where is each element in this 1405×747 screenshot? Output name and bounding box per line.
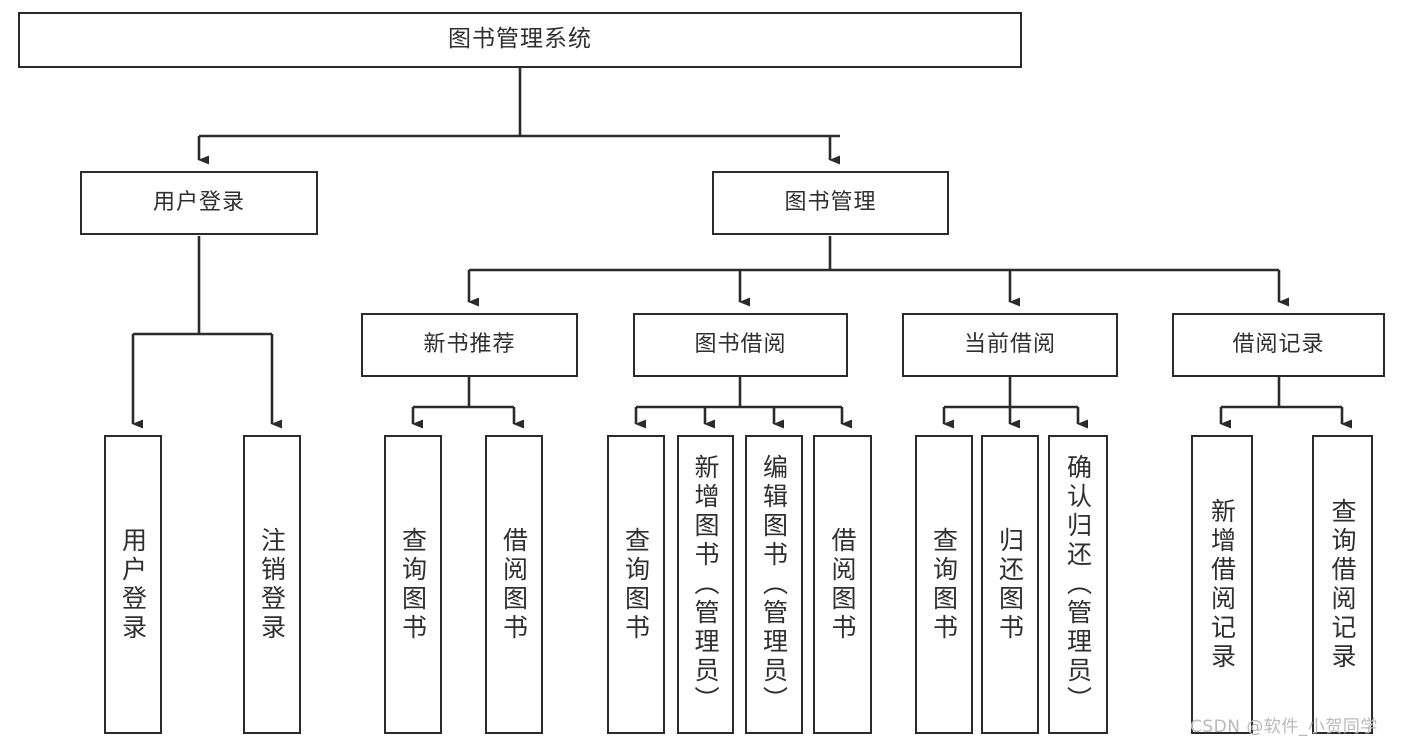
leaf-new-book-query[interactable]: 查询图书 xyxy=(384,435,442,734)
leaf-book-borrow-edit[interactable]: 编辑图书（管理员） xyxy=(745,435,803,734)
node-root-book-management-system[interactable]: 图书管理系统 xyxy=(18,12,1022,68)
leaf-new-book-borrow[interactable]: 借阅图书 xyxy=(485,435,543,734)
leaf-current-borrow-confirm-return[interactable]: 确认归还（管理员） xyxy=(1048,435,1108,734)
node-label: 归还图书 xyxy=(995,526,1025,643)
node-label: 图书管理系统 xyxy=(448,26,592,53)
leaf-book-borrow-add[interactable]: 新增图书（管理员） xyxy=(677,435,734,734)
node-label: 用户登录 xyxy=(118,526,148,643)
node-label: 查询图书 xyxy=(929,526,959,643)
leaf-current-borrow-query[interactable]: 查询图书 xyxy=(915,435,973,734)
leaf-current-borrow-return[interactable]: 归还图书 xyxy=(981,435,1039,734)
node-book-borrow[interactable]: 图书借阅 xyxy=(633,313,848,377)
node-new-book-recommend[interactable]: 新书推荐 xyxy=(361,313,578,377)
leaf-user-login-login[interactable]: 用户登录 xyxy=(104,435,162,734)
node-current-borrow[interactable]: 当前借阅 xyxy=(902,313,1118,377)
node-label: 新增借阅记录 xyxy=(1207,497,1237,672)
node-label: 新书推荐 xyxy=(423,332,516,358)
node-label: 确认归还（管理员） xyxy=(1063,454,1093,715)
node-label: 用户登录 xyxy=(152,190,245,216)
node-label: 图书借阅 xyxy=(694,332,787,358)
watermark: CSDN @软件_小贺同学 xyxy=(1190,717,1378,737)
leaf-user-login-logout[interactable]: 注销登录 xyxy=(243,435,301,734)
node-label: 注销登录 xyxy=(257,526,287,643)
node-label: 借阅记录 xyxy=(1232,332,1325,358)
leaf-book-borrow-borrow[interactable]: 借阅图书 xyxy=(813,435,872,734)
node-label: 图书管理 xyxy=(784,190,877,216)
node-label: 借阅图书 xyxy=(828,526,857,643)
node-user-login[interactable]: 用户登录 xyxy=(80,171,318,235)
node-label: 借阅图书 xyxy=(499,526,529,643)
leaf-book-borrow-query[interactable]: 查询图书 xyxy=(607,435,665,734)
leaf-borrow-record-add[interactable]: 新增借阅记录 xyxy=(1191,435,1253,734)
node-label: 编辑图书（管理员） xyxy=(759,454,789,715)
node-label: 当前借阅 xyxy=(963,332,1056,358)
node-label: 查询图书 xyxy=(398,526,428,643)
node-borrow-record[interactable]: 借阅记录 xyxy=(1172,313,1385,377)
leaf-borrow-record-query[interactable]: 查询借阅记录 xyxy=(1312,435,1373,734)
node-book-management[interactable]: 图书管理 xyxy=(712,171,949,235)
node-label: 新增图书（管理员） xyxy=(691,454,720,715)
node-label: 查询借阅记录 xyxy=(1328,497,1357,672)
node-label: 查询图书 xyxy=(621,526,651,643)
